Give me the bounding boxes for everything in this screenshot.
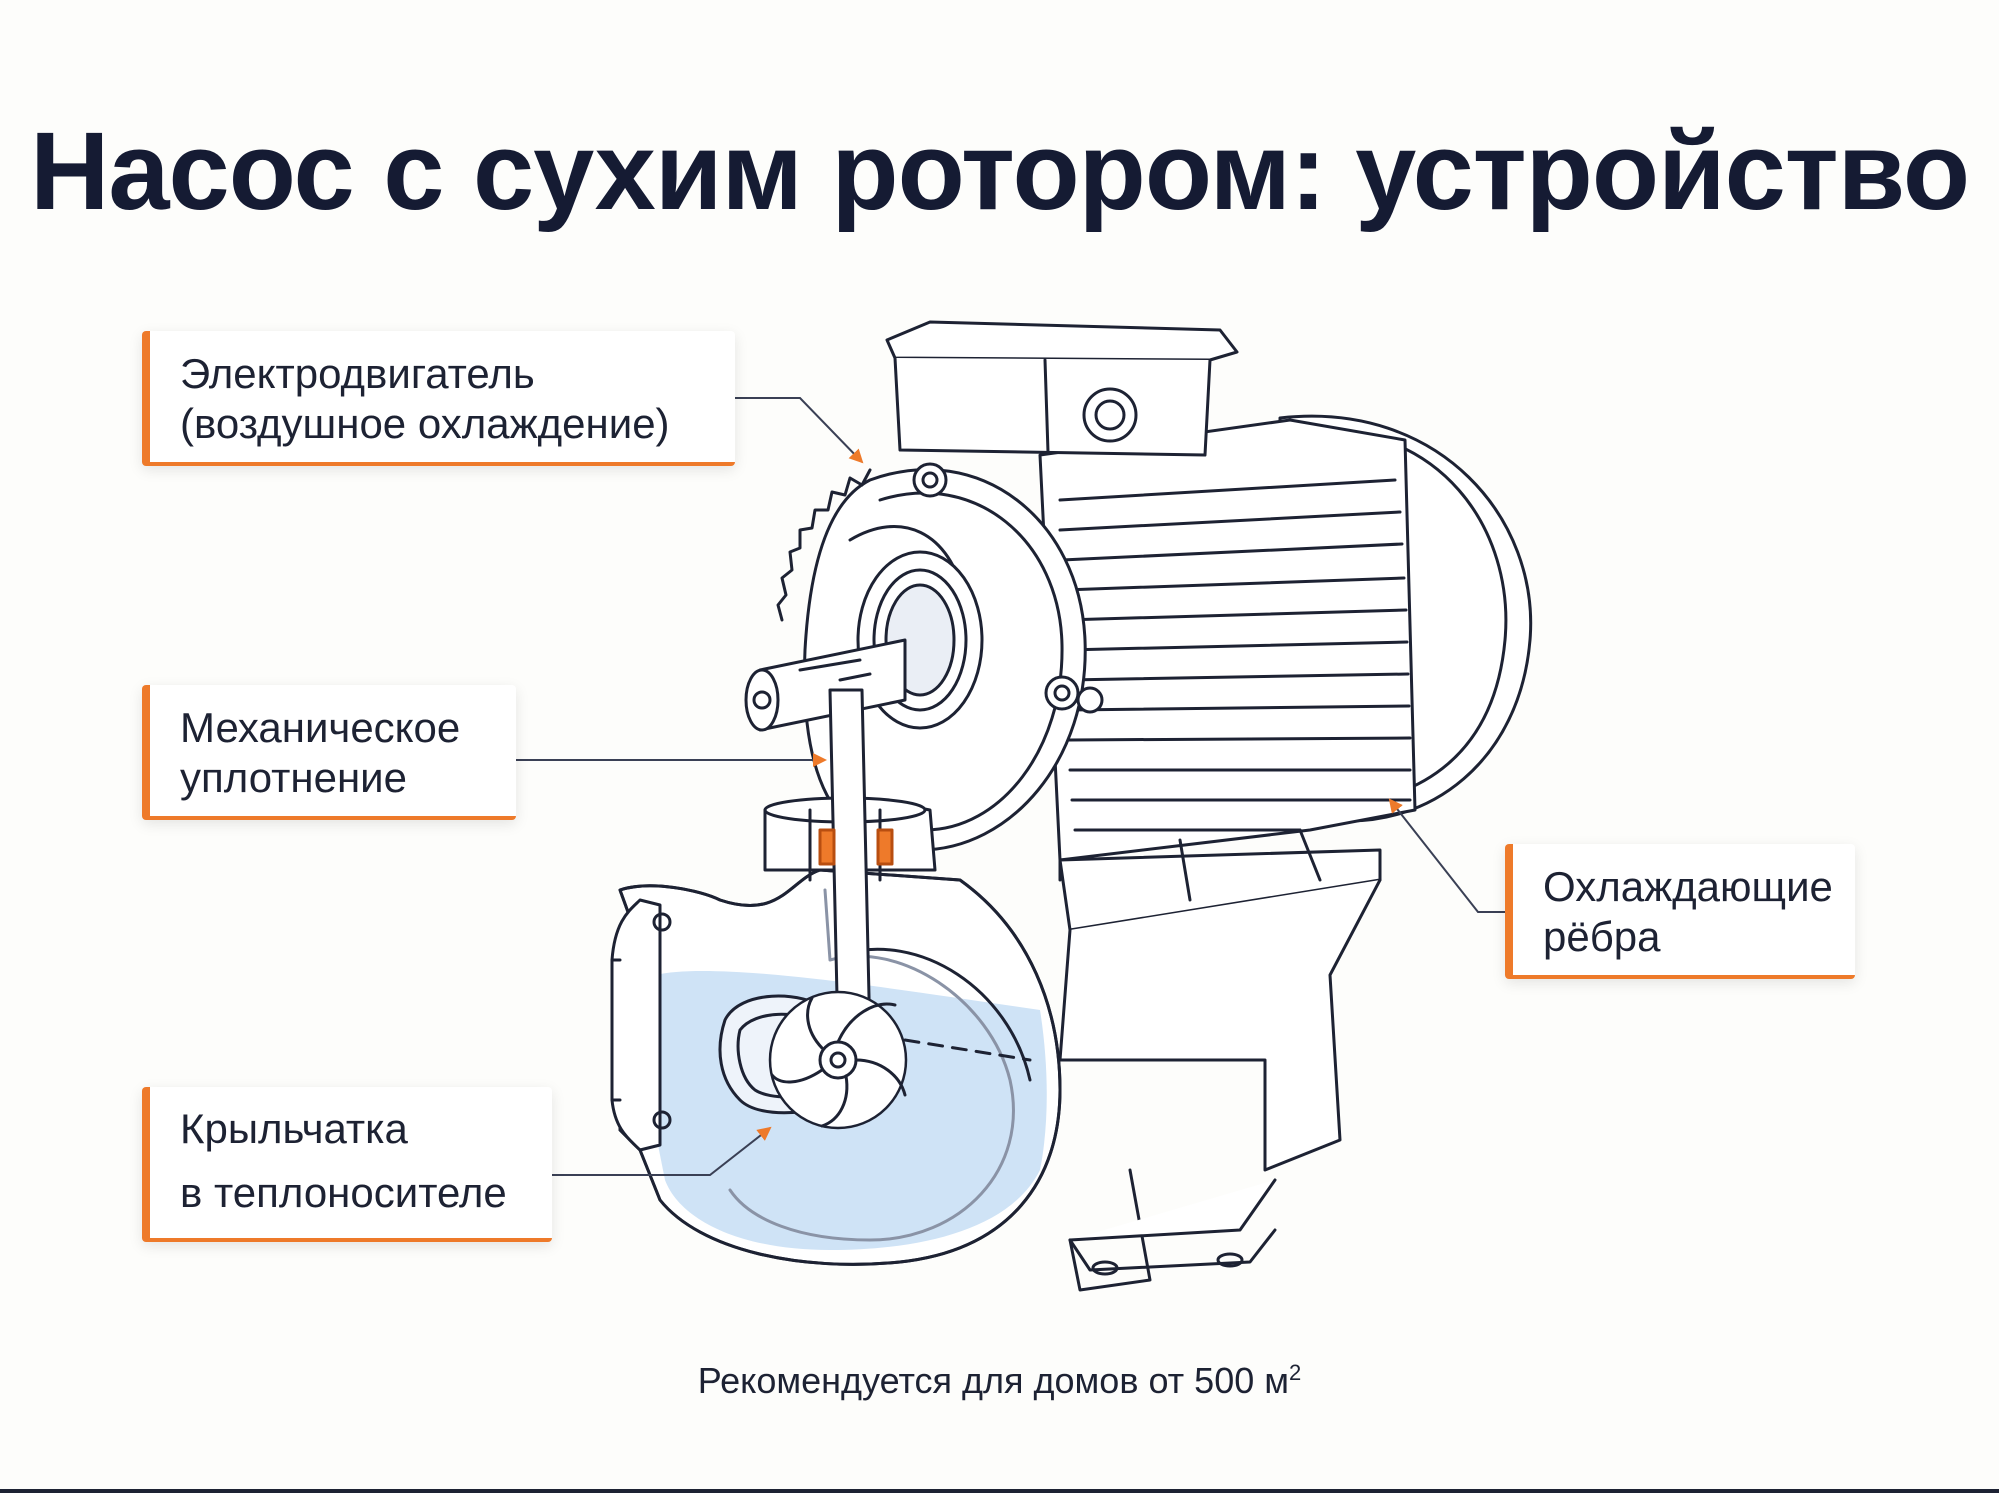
callout-seal-line2: уплотнение [180,754,407,801]
bottom-divider [0,1489,1999,1493]
callout-seal-line1: Механическое [180,704,461,751]
leader-lines [516,397,1505,1176]
callout-fins: Охлаждающие рёбра [1505,844,1855,979]
shaft [744,638,907,732]
leader-motor [735,397,864,464]
leader-fins [1388,798,1505,913]
footnote-text: Рекомендуется для домов от 500 м [697,1360,1289,1401]
callout-seal: Механическое уплотнение [142,685,516,820]
impeller-shaft [828,688,872,1042]
motor-body [1038,418,1417,862]
footnote-superscript: 2 [1289,1360,1302,1385]
leader-impeller [552,1126,772,1176]
impeller [768,990,908,1130]
callout-impeller: Крыльчатка в теплоносителе [142,1087,552,1242]
page-title: Насос с сухим ротором: устройство [29,110,1970,233]
motor-base [1058,828,1382,1292]
callout-impeller-line1: Крыльчатка [180,1105,408,1152]
callout-motor: Электродвигатель (воздушное охлаждение) [142,331,735,466]
callout-motor-line2: (воздушное охлаждение) [180,400,670,447]
callout-fins-line1: Охлаждающие [1543,863,1833,910]
callout-motor-line1: Электродвигатель [180,350,535,397]
footnote: Рекомендуется для домов от 500 м2 [0,1360,1999,1402]
terminal-box [885,320,1239,457]
callout-impeller-line2: в теплоносителе [180,1169,507,1216]
callout-fins-line2: рёбра [1543,913,1661,960]
mechanical-seal [818,828,894,866]
